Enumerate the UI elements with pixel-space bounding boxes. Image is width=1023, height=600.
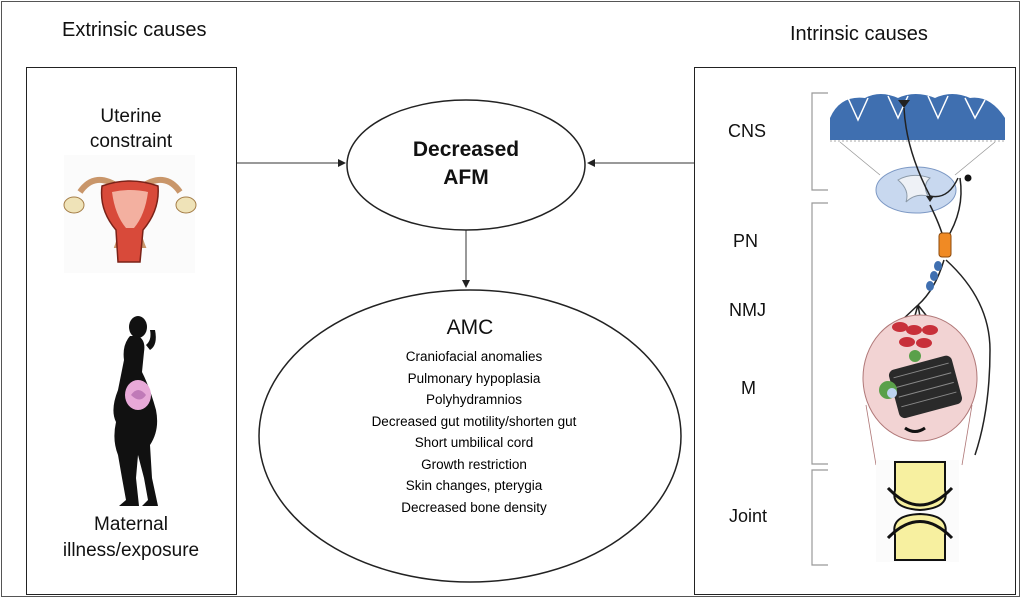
pn-m-bracket (811, 202, 828, 465)
amc-item: Growth restriction (421, 456, 527, 472)
uterus-illustration (63, 155, 197, 273)
amc-item: Craniofacial anomalies (405, 349, 543, 364)
amc-item: Skin changes, pterygia (405, 478, 543, 493)
pregnant-woman-silhouette (113, 316, 158, 506)
brain-cortex-illustration (830, 94, 1005, 176)
extrinsic-causes-title: Extrinsic causes (62, 19, 207, 41)
joint-illustration (876, 460, 959, 562)
intrinsic-causes-title: Intrinsic causes (790, 23, 928, 45)
cns-label: CNS (728, 121, 767, 141)
amc-item: Pulmonary hypoplasia (407, 370, 541, 386)
maternal-illness-label: Maternal illness/exposure (62, 514, 200, 561)
spinal-cord-illustration (875, 166, 957, 214)
pn-label: PN (733, 231, 759, 251)
amc-features-list: Craniofacial anomalies Pulmonary hypopla… (300, 346, 648, 518)
cns-bracket (811, 92, 828, 191)
amc-item: Polyhydramnios (425, 392, 523, 407)
schwann-cell (938, 232, 952, 258)
uterine-constraint-label: Uterine constraint (89, 106, 173, 152)
amc-title: AMC (446, 316, 494, 339)
joint-label: Joint (729, 506, 768, 526)
amc-item: Decreased bone density (401, 499, 547, 515)
muscle-label: M (741, 378, 756, 398)
intrinsic-box (694, 67, 1016, 595)
amc-item: Short umbilical cord (414, 435, 534, 450)
amc-item: Decreased gut motility/shorten gut (371, 413, 577, 429)
amc-ellipse (258, 289, 682, 583)
myelin-segments (926, 261, 942, 291)
decreased-afm-ellipse (346, 99, 586, 231)
decreased-afm-label: Decreased AFM (412, 138, 520, 189)
muscle-illustration (862, 314, 978, 466)
nmj-label: NMJ (729, 300, 766, 320)
joint-bracket (811, 469, 828, 566)
